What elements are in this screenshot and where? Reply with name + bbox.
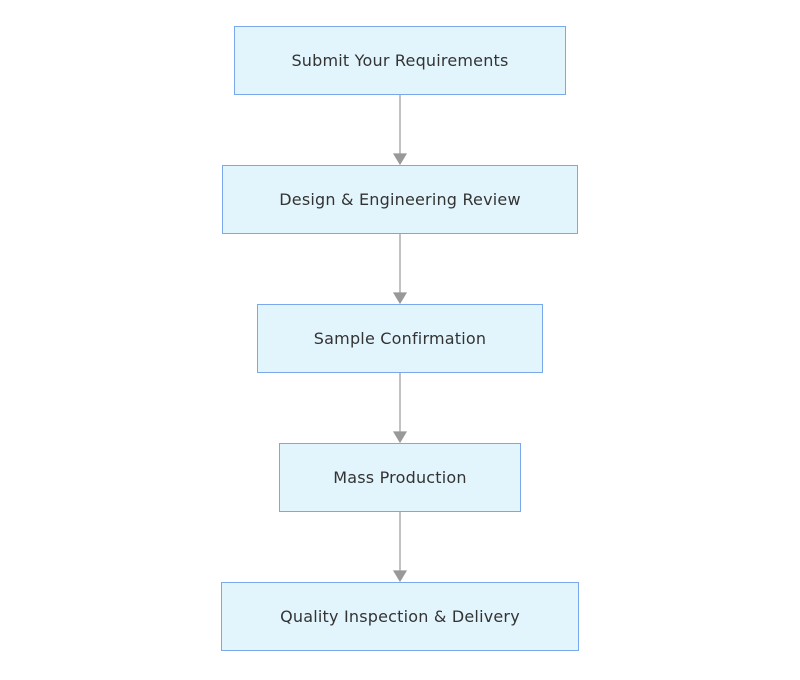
arrowhead-2-3	[392, 292, 408, 305]
step-label: Submit Your Requirements	[291, 51, 509, 70]
arrowhead-4-5	[392, 570, 408, 583]
step-label: Sample Confirmation	[313, 329, 487, 348]
arrowhead-3-4	[392, 431, 408, 444]
step-submit-requirements: Submit Your Requirements	[234, 26, 566, 95]
step-label: Mass Production	[333, 468, 467, 487]
step-sample-confirmation: Sample Confirmation	[257, 304, 543, 373]
step-design-engineering-review: Design & Engineering Review	[222, 165, 578, 234]
step-label: Design & Engineering Review	[279, 190, 521, 209]
arrowhead-1-2	[392, 153, 408, 166]
step-quality-inspection-delivery: Quality Inspection & Delivery	[221, 582, 579, 651]
step-label: Quality Inspection & Delivery	[280, 607, 520, 626]
step-mass-production: Mass Production	[279, 443, 521, 512]
